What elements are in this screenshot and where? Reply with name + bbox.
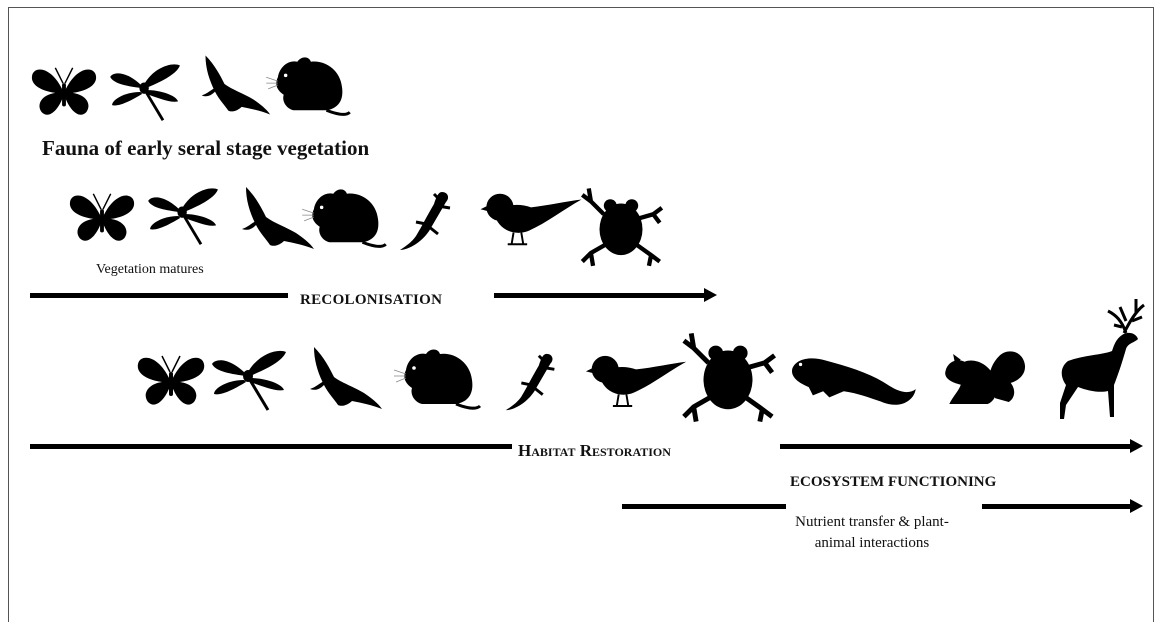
frog-icon bbox=[678, 326, 778, 424]
frame-border-left bbox=[8, 7, 9, 622]
butterfly-icon bbox=[136, 350, 206, 410]
recolonisation-arrow-shaft-right bbox=[494, 293, 706, 298]
bird-of-prey-icon bbox=[304, 342, 384, 414]
ecosystem-arrow-shaft-left bbox=[622, 504, 786, 509]
lizard-icon bbox=[390, 186, 466, 256]
recolonisation-arrow-shaft-left bbox=[30, 293, 288, 298]
deer-icon bbox=[1026, 278, 1146, 424]
squirrel-icon bbox=[932, 340, 1028, 418]
frame-border-right bbox=[1153, 7, 1154, 622]
mouse-icon bbox=[392, 344, 482, 414]
mouse-icon bbox=[300, 184, 388, 252]
vegetation-matures-caption: Vegetation matures bbox=[96, 262, 204, 277]
dragonfly-icon bbox=[108, 58, 184, 124]
ecosystem-functioning-label: ECOSYSTEM FUNCTIONING bbox=[790, 474, 997, 490]
ecosystem-arrow-shaft-right bbox=[982, 504, 1132, 509]
songbird-icon bbox=[478, 184, 586, 252]
frog-icon bbox=[578, 182, 664, 268]
mouse-icon bbox=[264, 52, 352, 120]
habitat-restoration-label: Habitat Restoration bbox=[518, 441, 671, 460]
habitat-arrowhead bbox=[1130, 439, 1143, 453]
dragonfly-icon bbox=[210, 344, 290, 414]
frame-border-top bbox=[8, 7, 1154, 8]
otter-icon bbox=[786, 348, 920, 420]
habitat-arrow-shaft-left bbox=[30, 444, 512, 449]
early-seral-fauna-title: Fauna of early seral stage vegetation bbox=[42, 136, 370, 160]
habitat-arrow-shaft-right bbox=[780, 444, 1132, 449]
dragonfly-icon bbox=[146, 182, 222, 248]
recolonisation-label: RECOLONISATION bbox=[300, 292, 443, 308]
butterfly-icon bbox=[68, 188, 136, 246]
bird-of-prey-icon bbox=[196, 50, 272, 120]
ecosystem-arrowhead bbox=[1130, 499, 1143, 513]
butterfly-icon bbox=[30, 62, 98, 120]
ecosystem-functioning-subtitle: Nutrient transfer & plant-animal interac… bbox=[795, 514, 949, 551]
recolonisation-arrowhead bbox=[704, 288, 717, 302]
songbird-icon bbox=[584, 346, 690, 414]
lizard-icon bbox=[494, 348, 572, 416]
